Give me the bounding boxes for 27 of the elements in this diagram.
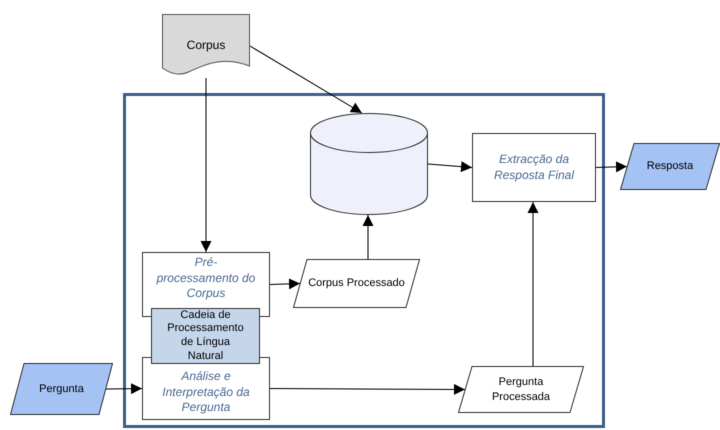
process-box xyxy=(472,133,596,202)
output-parallelogram xyxy=(620,143,720,190)
node-label: Análise e Interpretação da Pergunta xyxy=(161,369,251,416)
process-box xyxy=(151,308,260,364)
process-box xyxy=(142,252,270,317)
system-boundary xyxy=(123,93,605,428)
node-label: Resposta xyxy=(646,159,694,174)
node-label: Extracção da Resposta Final xyxy=(492,152,576,184)
node-label: Corpus Processado xyxy=(308,276,405,291)
arrow xyxy=(250,46,362,114)
arrow xyxy=(106,383,142,394)
database-cylinder xyxy=(310,113,428,215)
data-parallelogram xyxy=(458,366,584,413)
arrow xyxy=(596,161,628,172)
node-label: Pergunta Processada xyxy=(490,375,552,404)
node-label: Pergunta xyxy=(39,382,84,396)
node-label: Cadeia de Processamento de Língua Natural xyxy=(166,308,245,364)
node-label: Corpus xyxy=(186,38,226,54)
data-parallelogram xyxy=(293,259,420,308)
arrow xyxy=(200,78,212,252)
input-parallelogram xyxy=(10,363,113,415)
arrow xyxy=(428,161,472,172)
arrow xyxy=(528,202,538,366)
arrow xyxy=(270,278,300,290)
node-label: Pré-processamento do Corpus xyxy=(155,255,256,302)
arrow xyxy=(362,214,374,260)
arrow xyxy=(270,384,466,395)
